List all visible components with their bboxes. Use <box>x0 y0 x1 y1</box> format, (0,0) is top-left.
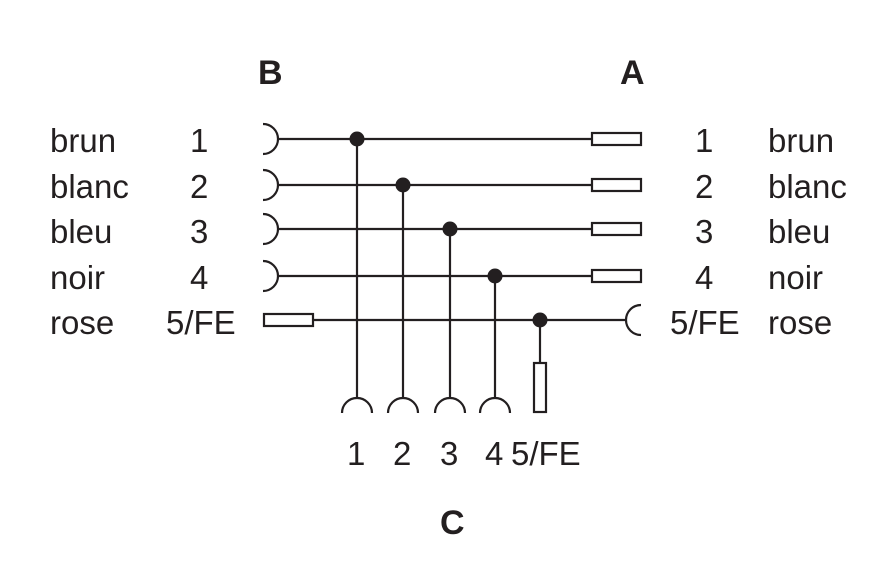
connector-a-contacts <box>590 131 643 337</box>
left-color-4: noir <box>50 259 105 296</box>
right-pin-3: 3 <box>695 213 713 250</box>
pin-icon <box>590 177 643 193</box>
left-pin-1: 1 <box>190 122 208 159</box>
right-color-4: noir <box>768 259 823 296</box>
pin-icon <box>590 268 643 284</box>
right-labels: 1 2 3 4 5/FE brun blanc bleu noir rose <box>670 122 847 341</box>
socket-icon <box>262 259 280 293</box>
left-color-5: rose <box>50 304 114 341</box>
bottom-pin-4: 4 <box>485 435 503 472</box>
right-color-2: blanc <box>768 168 847 205</box>
connector-c-label: C <box>440 504 465 542</box>
junction-dot <box>442 221 458 237</box>
pin-icon <box>532 361 548 414</box>
vertical-wires <box>355 139 542 398</box>
connector-b-label: B <box>258 54 283 92</box>
junction-dot <box>395 177 411 193</box>
bottom-labels: 1 2 3 4 5/FE <box>347 435 581 472</box>
left-color-2: blanc <box>50 168 129 205</box>
junction-dot <box>349 131 365 147</box>
junction-dot <box>532 312 548 328</box>
right-color-1: brun <box>768 122 834 159</box>
left-pin-4: 4 <box>190 259 208 296</box>
junction-dot <box>487 268 503 284</box>
socket-icon <box>478 396 512 414</box>
connector-a-label: A <box>620 54 645 92</box>
left-pin-2: 2 <box>190 168 208 205</box>
left-color-1: brun <box>50 122 116 159</box>
right-pin-2: 2 <box>695 168 713 205</box>
bottom-pin-1: 1 <box>347 435 365 472</box>
junctions <box>349 131 548 328</box>
socket-icon <box>340 396 374 414</box>
pin-icon <box>590 221 643 237</box>
right-color-3: bleu <box>768 213 830 250</box>
left-labels: brun blanc bleu noir rose 1 2 3 4 5/FE <box>50 122 236 341</box>
left-pin-3: 3 <box>190 213 208 250</box>
bottom-pin-3: 3 <box>440 435 458 472</box>
left-pin-5: 5/FE <box>166 304 236 341</box>
pin-icon <box>262 312 315 328</box>
right-pin-1: 1 <box>695 122 713 159</box>
left-color-3: bleu <box>50 213 112 250</box>
socket-icon <box>433 396 467 414</box>
socket-icon <box>262 212 280 246</box>
socket-icon <box>624 303 642 337</box>
connector-c-contacts <box>340 361 548 414</box>
right-pin-5: 5/FE <box>670 304 740 341</box>
socket-icon <box>386 396 420 414</box>
horizontal-wires <box>278 137 627 322</box>
socket-icon <box>262 122 280 156</box>
bottom-pin-5: 5/FE <box>511 435 581 472</box>
pin-icon <box>590 131 643 147</box>
right-pin-4: 4 <box>695 259 713 296</box>
right-color-5: rose <box>768 304 832 341</box>
connector-b-contacts <box>262 122 315 328</box>
bottom-pin-2: 2 <box>393 435 411 472</box>
socket-icon <box>262 168 280 202</box>
